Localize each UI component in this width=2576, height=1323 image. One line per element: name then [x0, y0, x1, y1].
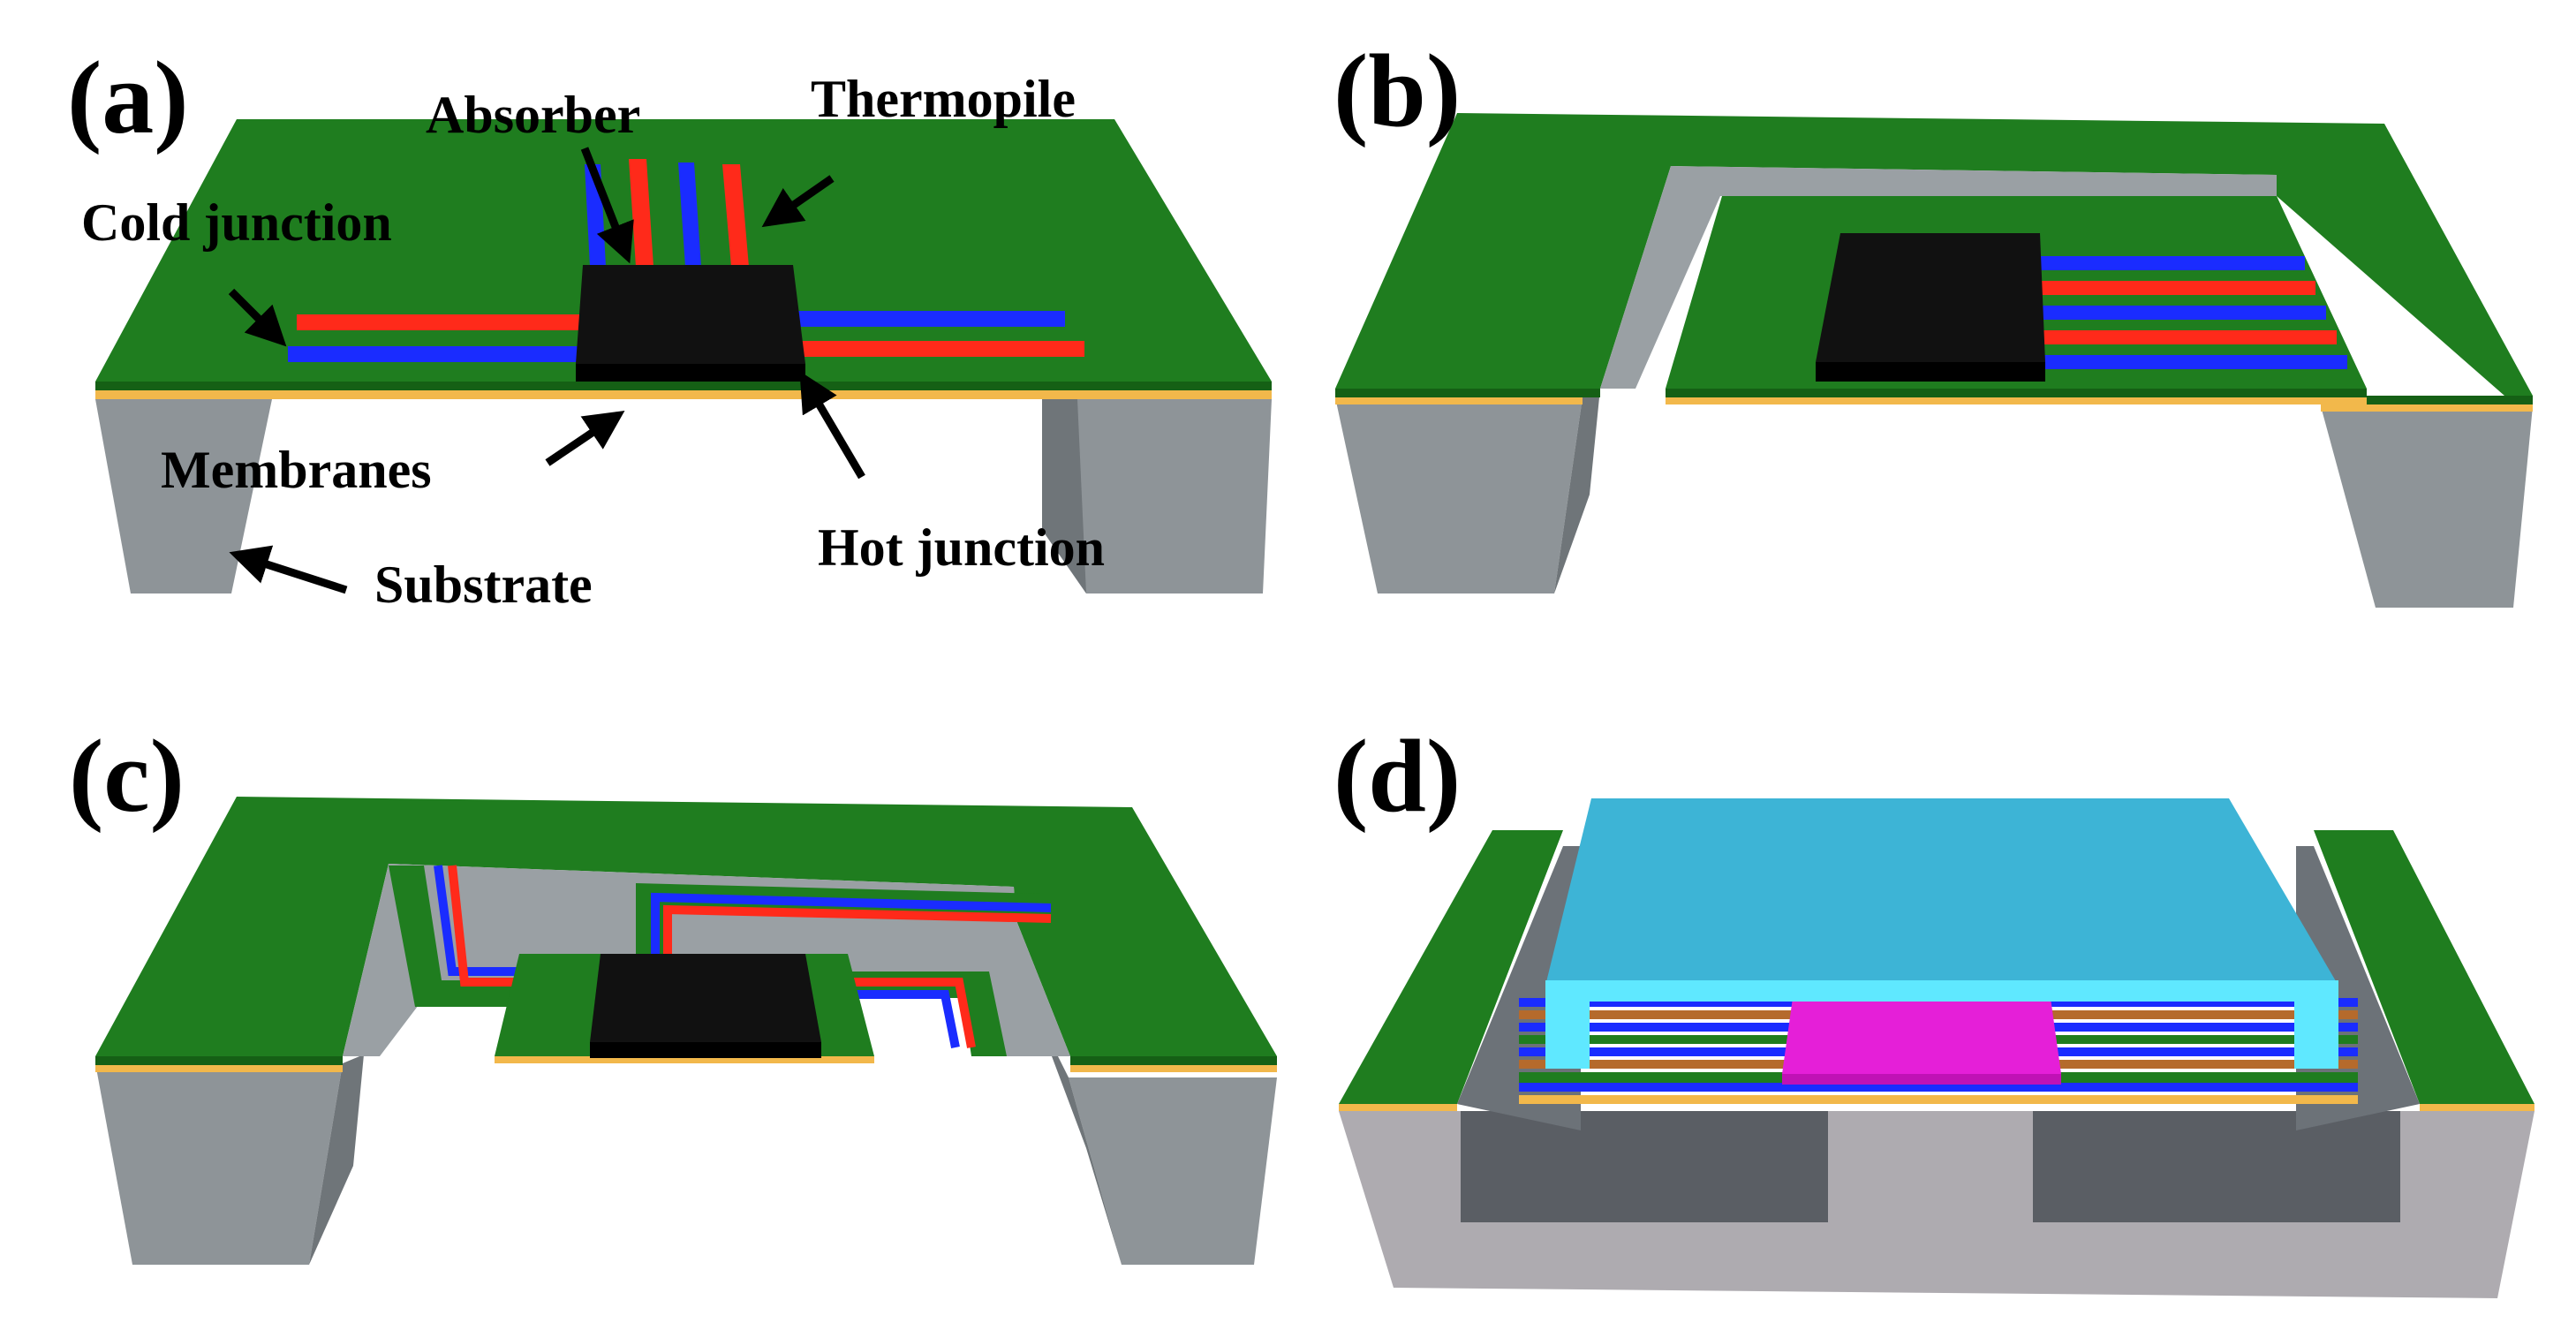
frame-left-d	[1339, 830, 1563, 1104]
cap-leg-left-d	[1545, 980, 1590, 1069]
panel-label-c: (c)	[69, 718, 185, 834]
absorber-block-b	[1816, 233, 2045, 362]
membrane-frame-c	[95, 797, 1277, 1056]
arrow-membranes	[545, 410, 625, 466]
absorber-block-c	[590, 954, 821, 1042]
thermopile-bars-a	[288, 159, 1084, 362]
thermopile-bars-b	[2040, 256, 2347, 369]
arrow-hot-junction	[799, 371, 865, 480]
arrow-absorber	[580, 147, 634, 264]
frame-right-d	[2314, 830, 2534, 1104]
substrate-legs-c	[95, 1007, 1277, 1265]
magenta-absorber-d	[1782, 998, 2061, 1074]
arrow-thermopile	[761, 175, 835, 228]
arrow-substrate	[229, 545, 348, 594]
absorber-block-a	[576, 265, 805, 364]
panel-b: (b)	[1333, 33, 2533, 608]
panel-a: (a) Absorber Thermopile Cold junction Me…	[67, 40, 1272, 614]
label-thermopile: Thermopile	[811, 70, 1076, 128]
substrate-legs-a	[95, 399, 1272, 593]
annotation-arrows-a	[228, 147, 865, 594]
membrane-frame-b	[1335, 113, 2533, 396]
cap-top-d	[1545, 798, 2338, 986]
cap-leg-right-d	[2294, 980, 2338, 1069]
label-substrate: Substrate	[374, 556, 593, 614]
panel-label-b: (b)	[1333, 33, 1461, 148]
panel-label-d: (d)	[1333, 718, 1461, 834]
label-membranes: Membranes	[161, 441, 432, 499]
label-absorber: Absorber	[426, 86, 640, 144]
label-hot-junction: Hot junction	[818, 518, 1105, 577]
label-cold-junction: Cold junction	[81, 193, 392, 252]
support-layer-a	[95, 390, 1272, 399]
arrow-cold-junction	[228, 288, 287, 347]
frame-slot-b	[1600, 166, 2277, 389]
panel-d: (d)	[1333, 718, 2534, 1298]
membrane-front-a	[95, 382, 1272, 390]
panel-c: (c)	[69, 718, 1277, 1265]
substrate-legs-b	[1335, 389, 2533, 608]
panel-label-a: (a)	[67, 40, 189, 155]
